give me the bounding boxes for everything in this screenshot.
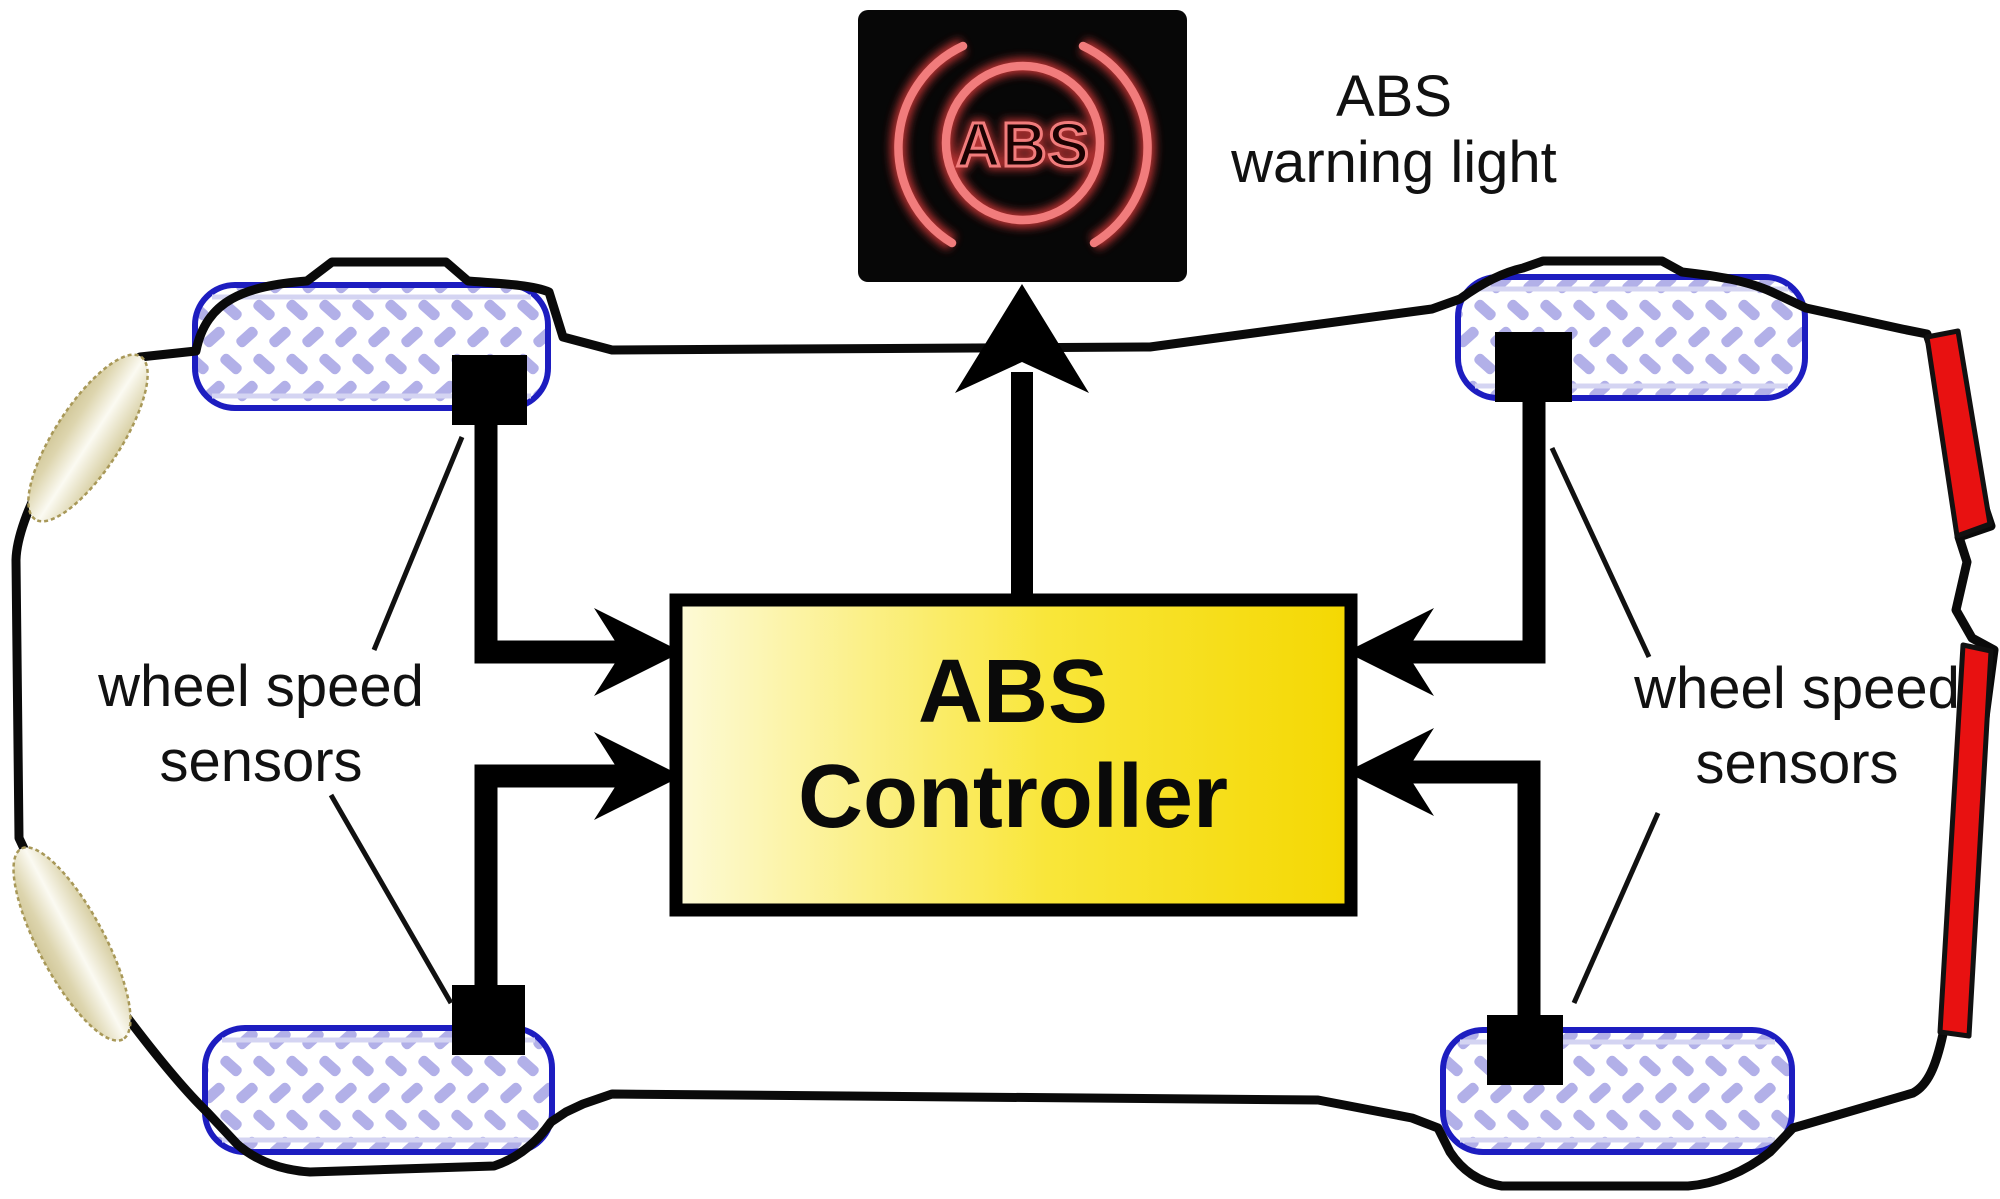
warning-light-box <box>858 10 1187 282</box>
warning-light-caption-line1: ABS <box>1336 64 1452 129</box>
arrowhead-right-top <box>1346 608 1434 696</box>
abs-controller-label-line2: Controller <box>798 747 1228 847</box>
abs-controller-box <box>669 593 1358 917</box>
warning-light-caption-line2: warning light <box>1230 130 1557 195</box>
wire-sensor-top-right <box>1405 398 1546 664</box>
leader-left-top <box>371 436 465 651</box>
leader-left-bottom <box>328 793 454 1005</box>
wheel-front-left-bottom <box>202 1025 555 1155</box>
warning-symbol-bracket-left <box>894 41 968 248</box>
abs-warning-light: ABS ABS <box>858 10 1187 282</box>
wire-sensor-bottom-right <box>1405 760 1541 1018</box>
warning-light-caption: ABS warning light <box>1230 64 1557 195</box>
arrowhead-right-bottom <box>1346 728 1434 816</box>
abs-controller-label-line1: ABS <box>918 642 1108 742</box>
warning-symbol-text: ABS <box>956 111 1090 180</box>
sensor-label-right-line2: sensors <box>1695 731 1898 796</box>
wire-sensor-bottom-left <box>474 764 630 992</box>
warning-symbol-text-glow: ABS <box>956 111 1090 180</box>
sensor-top-right <box>1495 332 1572 402</box>
wire-sensor-front-left <box>474 415 630 664</box>
sensor-label-right-line1: wheel speed <box>1633 656 1960 721</box>
warning-symbol-bracket-right <box>1078 41 1152 248</box>
sensor-label-left-line2: sensors <box>159 729 362 794</box>
arrowhead-left-top <box>594 608 682 696</box>
sensor-bottom-right <box>1487 1015 1563 1085</box>
leader-right-top <box>1549 446 1652 659</box>
sensor-label-left: wheel speed sensors <box>97 654 424 794</box>
sensor-label-right: wheel speed sensors <box>1633 656 1960 796</box>
car-body-outline <box>11 256 1999 1191</box>
warning-symbol: ABS <box>894 41 1152 248</box>
taillight-rear-top <box>1924 328 1993 539</box>
arrowhead-up-to-warning-light <box>955 284 1089 393</box>
sensor-bottom-left <box>452 985 525 1055</box>
taillight-rear-bottom <box>1937 642 1994 1039</box>
sensor-front-left <box>452 355 527 425</box>
sensor-label-left-line1: wheel speed <box>97 654 424 719</box>
warning-symbol-circle <box>941 61 1105 225</box>
headlight-front-bottom <box>12 846 132 1042</box>
abs-controller: ABS Controller <box>669 593 1358 917</box>
leader-right-bottom <box>1571 811 1661 1005</box>
arrowhead-left-bottom <box>594 732 682 820</box>
